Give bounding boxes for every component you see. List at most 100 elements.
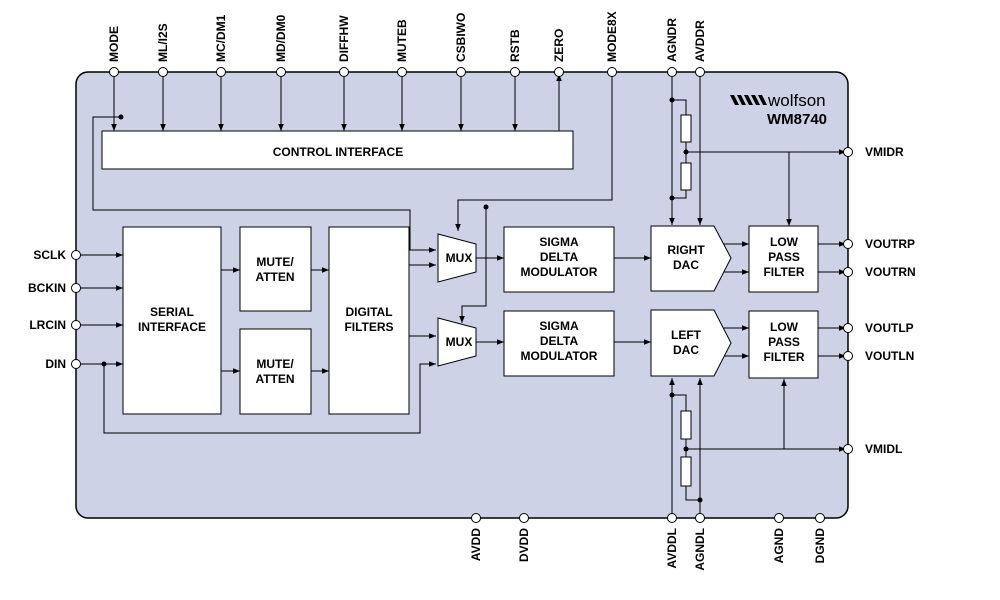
pin-lrcin <box>71 320 81 330</box>
pin-mode8x <box>607 67 617 77</box>
svg-text:MUTE/: MUTE/ <box>256 255 294 269</box>
svg-text:DAC: DAC <box>673 258 699 272</box>
pin-label-din: DIN <box>45 357 66 371</box>
svg-text:MODULATOR: MODULATOR <box>521 265 598 279</box>
pin-dgnd <box>815 513 825 523</box>
pin-label-avdd: AVDD <box>469 528 483 561</box>
pin-label-voutrp: VOUTRP <box>865 237 915 251</box>
svg-text:PASS: PASS <box>768 250 800 264</box>
svg-text:DAC: DAC <box>673 343 699 357</box>
pin-label-vmidl: VMIDL <box>865 442 902 456</box>
svg-text:INTERFACE: INTERFACE <box>138 320 206 334</box>
svg-text:LEFT: LEFT <box>671 328 702 342</box>
pin-ml-i2s <box>158 67 168 77</box>
pin-md-dm0 <box>276 67 286 77</box>
svg-text:LOW: LOW <box>770 235 799 249</box>
low-pass-filter-left-block: LOW PASS FILTER <box>748 310 819 379</box>
pin-label-mc-dm1: MC/DM1 <box>214 14 228 62</box>
pin-label-md-dm0: MD/DM0 <box>274 14 288 62</box>
pins-layer: MODE ML/I2S MC/DM1 MD/DM0 DIFFHW MUTEB CSBIWO R… <box>28 11 916 570</box>
pin-rstb <box>510 67 520 77</box>
svg-text:ATTEN: ATTEN <box>255 270 294 284</box>
right-dac-block: RIGHT DAC <box>650 225 732 292</box>
pin-label-muteb: MUTEB <box>395 19 409 62</box>
svg-text:RIGHT: RIGHT <box>667 243 705 257</box>
pin-din <box>71 359 81 369</box>
sigma-delta-left-block: SIGMA DELTA MODULATOR <box>503 310 615 377</box>
pin-avdd <box>471 513 481 523</box>
pin-label-csbiwo: CSBIWO <box>454 13 468 62</box>
pin-voutrp <box>843 239 853 249</box>
pin-sclk <box>71 250 81 260</box>
serial-interface-block: SERIAL INTERFACE <box>122 226 222 415</box>
pin-voutrn <box>843 267 853 277</box>
control-interface-block: CONTROL INTERFACE <box>101 130 574 170</box>
low-pass-filter-right-block: LOW PASS FILTER <box>748 225 819 293</box>
svg-text:LOW: LOW <box>770 320 799 334</box>
pin-label-dvdd: DVDD <box>517 528 531 562</box>
control-interface-label: CONTROL INTERFACE <box>273 145 403 159</box>
pin-label-avddr: AVDDR <box>693 20 707 62</box>
brand-name: wolfson <box>767 91 826 110</box>
pin-label-vmidr: VMIDR <box>865 145 904 159</box>
wolfson-mark-icon <box>730 95 767 105</box>
svg-text:MUX: MUX <box>446 251 473 265</box>
pin-label-voutln: VOUTLN <box>865 349 914 363</box>
pin-label-agnd: AGND <box>772 528 786 564</box>
pin-label-voutrn: VOUTRN <box>865 265 916 279</box>
svg-text:MODULATOR: MODULATOR <box>521 349 598 363</box>
left-dac-block: LEFT DAC <box>650 309 732 377</box>
svg-text:DELTA: DELTA <box>540 334 579 348</box>
pin-label-dgnd: DGND <box>813 528 827 564</box>
pin-mc-dm1 <box>216 67 226 77</box>
pin-bckin <box>71 283 81 293</box>
svg-text:MUX: MUX <box>446 335 473 349</box>
svg-text:DIGITAL: DIGITAL <box>345 305 392 319</box>
pin-label-mode: MODE <box>107 26 121 62</box>
pin-csbiwo <box>456 67 466 77</box>
svg-text:FILTER: FILTER <box>763 350 804 364</box>
pin-label-sclk: SCLK <box>33 248 66 262</box>
part-number: WM8740 <box>767 111 827 128</box>
mux-left-block: MUX <box>437 317 477 367</box>
pin-agndr <box>667 67 677 77</box>
pin-label-voutlp: VOUTLP <box>865 321 914 335</box>
svg-text:SIGMA: SIGMA <box>539 319 579 333</box>
wolfson-logo: wolfson WM8740 <box>730 91 827 128</box>
svg-text:SIGMA: SIGMA <box>539 235 579 249</box>
pin-zero <box>554 67 564 77</box>
pin-label-mode8x: MODE8X <box>605 11 619 62</box>
sigma-delta-right-block: SIGMA DELTA MODULATOR <box>503 226 615 293</box>
svg-text:DELTA: DELTA <box>540 250 579 264</box>
pin-label-avddl: AVDDL <box>665 528 679 568</box>
mux-right-block: MUX <box>437 233 477 283</box>
pin-label-bckin: BCKIN <box>28 281 66 295</box>
svg-text:FILTERS: FILTERS <box>344 320 393 334</box>
pin-muteb <box>397 67 407 77</box>
svg-text:PASS: PASS <box>768 335 800 349</box>
mute-atten-left-block: MUTE/ ATTEN <box>239 328 312 415</box>
pin-agndl <box>695 513 705 523</box>
mute-atten-right-block: MUTE/ ATTEN <box>239 226 312 312</box>
pin-dvdd <box>519 513 529 523</box>
pin-label-zero: ZERO <box>552 29 566 62</box>
pin-avddr <box>695 67 705 77</box>
pin-agnd <box>774 513 784 523</box>
pin-vmidl <box>843 444 853 454</box>
pin-voutln <box>843 351 853 361</box>
pin-avddl <box>667 513 677 523</box>
pin-label-agndl: AGNDL <box>693 528 707 571</box>
pin-vmidr <box>843 147 853 157</box>
pin-label-diffhw: DIFFHW <box>337 15 351 62</box>
pin-label-ml-i2s: ML/I2S <box>156 23 170 62</box>
resistors <box>680 114 692 487</box>
digital-filters-block: DIGITAL FILTERS <box>328 226 410 415</box>
svg-text:ATTEN: ATTEN <box>255 372 294 386</box>
pin-label-agndr: AGNDR <box>665 18 679 62</box>
pin-label-lrcin: LRCIN <box>29 318 66 332</box>
junction-dots <box>101 97 703 503</box>
svg-text:FILTER: FILTER <box>763 265 804 279</box>
svg-text:MUTE/: MUTE/ <box>256 357 294 371</box>
svg-text:SERIAL: SERIAL <box>150 305 194 319</box>
